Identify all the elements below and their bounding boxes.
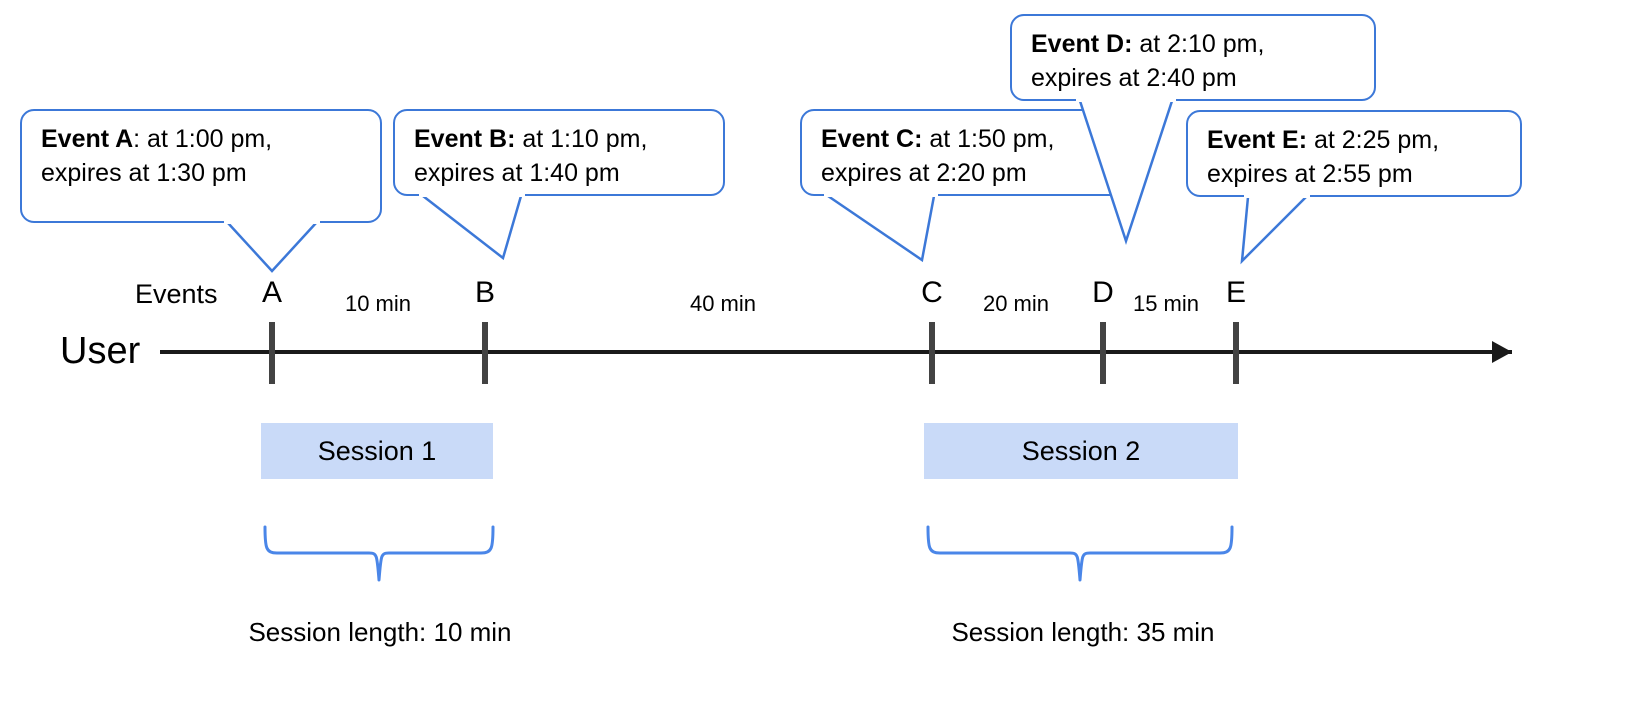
callout-event-d-line2: expires at 2:40 pm: [1031, 63, 1237, 92]
callout-event-a: Event A: at 1:00 pm, expires at 1:30 pm: [20, 109, 382, 223]
callout-event-c-line1: at 1:50 pm,: [922, 125, 1055, 153]
callout-event-c-tail: [824, 191, 938, 263]
callout-event-d: Event D: at 2:10 pm, expires at 2:40 pm: [1010, 14, 1376, 101]
timeline-axis-line: [160, 350, 1512, 354]
callout-event-a-tail: [224, 218, 320, 273]
callout-event-e-line1: at 2:25 pm,: [1307, 126, 1440, 154]
session-box-2-label: Session 2: [1021, 435, 1141, 466]
event-marker-label-c: C: [921, 276, 943, 309]
interval-label-b-c: 40 min: [689, 291, 757, 316]
callout-event-a-line1: at 1:00 pm,: [140, 125, 273, 153]
event-tick-d: [1100, 322, 1106, 384]
callout-event-b-line2: expires at 1:40 pm: [414, 158, 620, 187]
event-tick-a: [269, 322, 275, 384]
callout-event-e-name: Event E:: [1207, 126, 1308, 154]
session-box-2: Session 2: [924, 423, 1238, 479]
callout-event-c: Event C: at 1:50 pm, expires at 2:20 pm: [800, 109, 1136, 196]
session-2-brace: [926, 525, 1234, 582]
callout-event-a-sep: :: [133, 125, 141, 153]
session-1-length-label: Session length: 10 min: [248, 617, 512, 647]
callout-event-b-tail: [419, 191, 525, 261]
session-box-1-label: Session 1: [317, 435, 437, 466]
axis-events-label: Events: [135, 279, 218, 309]
session-2-length-label: Session length: 35 min: [951, 617, 1215, 647]
interval-label-a-b: 10 min: [344, 291, 412, 316]
event-tick-e: [1233, 322, 1239, 384]
event-marker-label-e: E: [1225, 276, 1246, 309]
callout-event-c-name: Event C:: [821, 125, 923, 153]
event-tick-b: [482, 322, 488, 384]
callout-event-b-line1: at 1:10 pm,: [515, 125, 648, 153]
event-marker-label-d: D: [1092, 276, 1114, 309]
callout-event-b: Event B: at 1:10 pm, expires at 1:40 pm: [393, 109, 725, 196]
callout-event-b-name: Event B:: [414, 125, 516, 153]
callout-event-e-tail: [1240, 192, 1310, 265]
callout-event-d-name: Event D:: [1031, 30, 1133, 58]
interval-label-c-d: 20 min: [982, 291, 1050, 316]
session-1-brace: [263, 525, 495, 582]
timeline-axis-arrowhead: [1492, 341, 1512, 363]
callout-event-d-line1: at 2:10 pm,: [1132, 30, 1265, 58]
axis-row-label-user: User: [60, 330, 141, 372]
event-marker-label-b: B: [474, 276, 495, 309]
callout-event-a-line2: expires at 1:30 pm: [41, 158, 247, 187]
interval-label-d-e: 15 min: [1132, 291, 1200, 316]
event-tick-c: [929, 322, 935, 384]
callout-event-e: Event E: at 2:25 pm, expires at 2:55 pm: [1186, 110, 1522, 197]
session-box-1: Session 1: [261, 423, 493, 479]
callout-event-a-name: Event A: [41, 125, 134, 153]
event-marker-label-a: A: [261, 276, 282, 309]
callout-event-e-line2: expires at 2:55 pm: [1207, 159, 1413, 188]
callout-event-c-line2: expires at 2:20 pm: [821, 158, 1027, 187]
